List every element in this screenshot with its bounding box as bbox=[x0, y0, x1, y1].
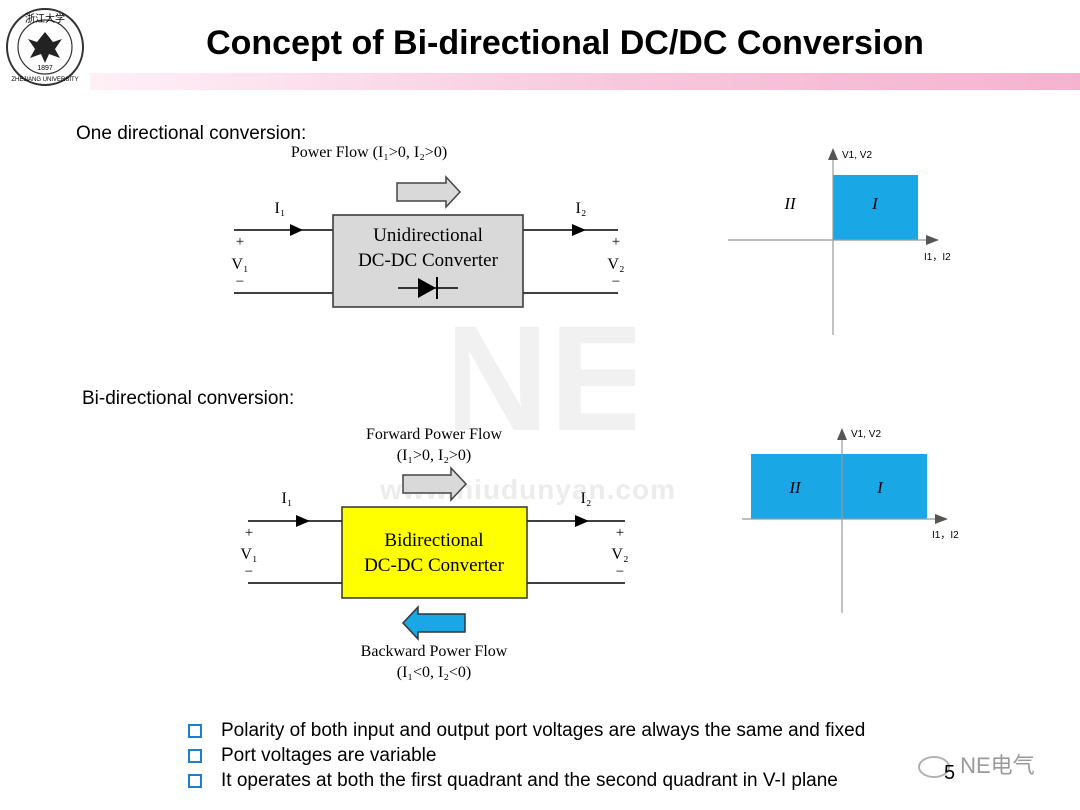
university-logo: 浙江大学 1897 ZHEJIANG UNIVERSITY bbox=[4, 6, 86, 88]
bullet-text: It operates at both the first quadrant a… bbox=[221, 769, 838, 791]
logo-year: 1897 bbox=[37, 65, 53, 72]
logo-text-bottom: ZHEJIANG UNIVERSITY bbox=[11, 77, 78, 83]
bi-x-axis-label: I1，I2 bbox=[932, 530, 959, 541]
forward-power-flow-arrow bbox=[402, 466, 468, 502]
bi-y-axis-label: V1, V2 bbox=[851, 429, 881, 440]
bi-i1-arrow bbox=[296, 515, 310, 527]
uni-v2-label: V₂ bbox=[607, 256, 624, 273]
bullet-item: Port voltages are variable bbox=[188, 743, 865, 768]
bi-vi-plot: V1, V2 I1，I2 I II bbox=[720, 418, 980, 618]
bi-quadrant-1-label: I bbox=[876, 478, 884, 497]
uni-quadrant-2-label: II bbox=[783, 194, 797, 213]
bullet-square-icon bbox=[188, 773, 202, 788]
page-number: 5 bbox=[944, 762, 956, 784]
uni-quadrant-1-label: I bbox=[871, 194, 879, 213]
uni-v1-plus: + bbox=[236, 234, 244, 250]
uni-y-arrowhead bbox=[828, 148, 838, 160]
uni-i2-label: I₂ bbox=[576, 200, 587, 217]
bi-v2-label: V₂ bbox=[611, 546, 628, 563]
diode-symbol bbox=[398, 277, 458, 299]
bi-i2-arrow bbox=[575, 515, 589, 527]
uni-vi-plot: V1, V2 I1，I2 I II bbox=[720, 140, 980, 340]
bidirectional-diagram: Forward Power Flow (I₁>0, I₂>0) Bidirect… bbox=[220, 420, 640, 685]
uni-converter-line1: Unidirectional bbox=[373, 225, 483, 246]
uni-converter-line2: DC-DC Converter bbox=[358, 250, 499, 271]
bullet-item: It operates at both the first quadrant a… bbox=[188, 768, 865, 793]
bi-y-arrowhead bbox=[837, 428, 847, 440]
bullet-list: Polarity of both input and output port v… bbox=[188, 718, 865, 793]
bullet-square-icon bbox=[188, 748, 202, 763]
bi-quadrant-2-label: II bbox=[788, 478, 802, 497]
bullet-text: Port voltages are variable bbox=[221, 744, 437, 766]
uni-x-arrowhead bbox=[926, 235, 939, 245]
watermark-logo: NE bbox=[441, 294, 649, 462]
backward-flow-line1: Backward Power Flow bbox=[361, 643, 508, 660]
uni-v1-minus: − bbox=[236, 274, 244, 290]
bullet-text: Polarity of both input and output port v… bbox=[221, 719, 866, 741]
bi-v1-plus: + bbox=[245, 525, 253, 541]
uni-i2-arrow bbox=[572, 224, 586, 236]
wechat-brand-text: NE电气 bbox=[960, 753, 1035, 778]
logo-text-top: 浙江大学 bbox=[25, 12, 65, 25]
bullet-item: Polarity of both input and output port v… bbox=[188, 718, 865, 743]
uni-power-flow-text: Power Flow (I₁>0, I₂>0) bbox=[291, 144, 447, 161]
backward-power-flow-arrow bbox=[401, 605, 466, 641]
uni-v1-label: V₁ bbox=[231, 256, 248, 273]
bi-v2-minus: − bbox=[616, 564, 624, 580]
watermark-logo-text: NE bbox=[455, 300, 635, 450]
bi-converter-line2: DC-DC Converter bbox=[364, 555, 505, 576]
forward-flow-line2: (I₁>0, I₂>0) bbox=[397, 447, 472, 464]
uni-v2-plus: + bbox=[612, 234, 620, 250]
uni-i1-label: I₁ bbox=[275, 200, 286, 217]
slide-title: Concept of Bi-directional DC/DC Conversi… bbox=[206, 24, 924, 62]
title-underline-bar bbox=[90, 73, 1080, 90]
bi-converter-line1: Bidirectional bbox=[384, 530, 483, 551]
bi-directional-label: Bi-directional conversion: bbox=[82, 388, 295, 409]
bullet-square-icon bbox=[188, 723, 202, 738]
bi-v2-plus: + bbox=[616, 525, 624, 541]
bi-v1-minus: − bbox=[245, 564, 253, 580]
backward-flow-line2: (I₁<0, I₂<0) bbox=[397, 664, 472, 681]
wechat-brand-watermark: NE电气 bbox=[918, 748, 1035, 780]
uni-quadrant-1-fill bbox=[833, 175, 918, 240]
unidirectional-diagram: Power Flow (I₁>0, I₂>0) Unidirectional D… bbox=[220, 140, 640, 315]
uni-v2-minus: − bbox=[612, 274, 620, 290]
uni-x-axis-label: I1，I2 bbox=[924, 252, 951, 263]
bi-i1-label: I₁ bbox=[282, 490, 293, 507]
uni-i1-arrow bbox=[290, 224, 303, 236]
one-directional-label: One directional conversion: bbox=[76, 123, 307, 144]
uni-power-flow-arrow bbox=[396, 175, 462, 209]
bi-v1-label: V₁ bbox=[240, 546, 257, 563]
bi-converter-box bbox=[341, 506, 528, 599]
bi-quadrant-fill bbox=[751, 454, 927, 519]
forward-flow-line1: Forward Power Flow bbox=[366, 426, 502, 443]
wechat-icon bbox=[918, 756, 950, 779]
bi-x-arrowhead bbox=[935, 514, 948, 524]
bi-i2-label: I₂ bbox=[581, 490, 592, 507]
uni-y-axis-label: V1, V2 bbox=[842, 150, 872, 161]
